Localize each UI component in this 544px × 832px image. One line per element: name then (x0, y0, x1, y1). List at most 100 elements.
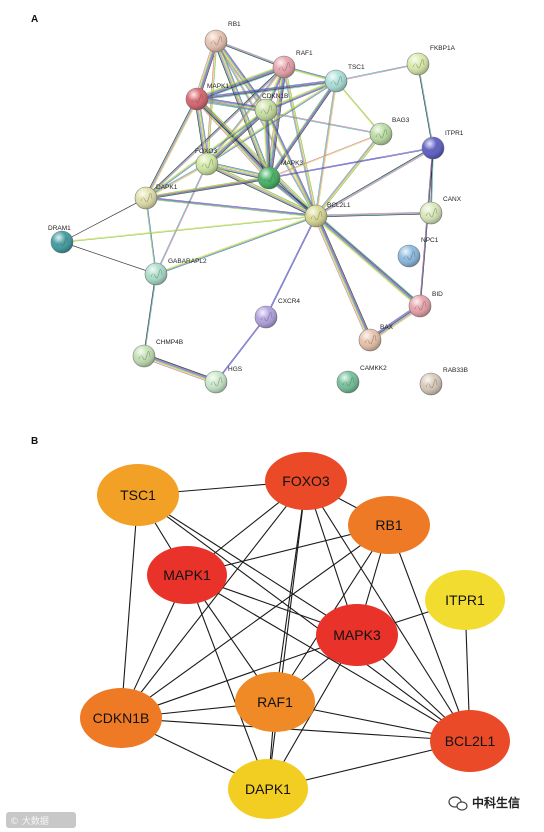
string-edge (267, 80, 338, 179)
panel-label-b: B (31, 436, 38, 447)
string-edge (61, 215, 317, 243)
string-edge-strand (315, 216, 370, 341)
watermark-text-left: © 大数据 (10, 815, 49, 827)
string-edge-strand (266, 109, 318, 216)
string-node-gloss (258, 167, 280, 189)
string-network-nodes: RB1RAF1TSC1FKBP1AMAPK1CDKN1BBAG3ITPR1FOX… (48, 21, 468, 396)
string-edge (155, 214, 317, 276)
string-edge (335, 63, 419, 82)
hub-node-ellipse (147, 546, 227, 604)
string-edge-strand (316, 214, 422, 306)
hub-node-dapk1: DAPK1 (228, 759, 308, 819)
string-node-label: RAB33B (443, 367, 468, 374)
string-edge-strand (197, 98, 270, 178)
hub-edge (186, 574, 269, 790)
hub-node-label: RAF1 (257, 694, 293, 710)
string-node-label: CAMKK2 (360, 365, 387, 372)
string-node-dram1: DRAM1 (48, 225, 74, 254)
hub-edge (305, 480, 471, 742)
string-edge-strand (316, 213, 432, 218)
string-node-rab33b: RAB33B (419, 367, 468, 396)
hub-node-label: BCL2L1 (445, 733, 496, 749)
string-edge-strand (314, 217, 419, 308)
string-edge-strand (315, 216, 420, 307)
string-edge-strand (268, 66, 284, 178)
string-node-label: RAF1 (296, 50, 313, 57)
string-edge-strand (143, 357, 216, 385)
string-node-label: RB1 (228, 21, 241, 28)
string-edge-strand (143, 356, 216, 383)
hub-node-ellipse (316, 604, 398, 666)
string-edge-strand (145, 176, 269, 198)
string-edge-strand (315, 211, 431, 216)
string-node-label: BAG3 (392, 117, 410, 124)
string-edge-strand (215, 41, 269, 179)
string-node-label: DRAM1 (48, 225, 71, 232)
string-edge-strand (206, 109, 266, 164)
string-edge-strand (206, 66, 285, 165)
string-node-label: FOXO3 (195, 148, 217, 155)
string-edge-strand (315, 146, 433, 216)
string-edge-strand (316, 215, 421, 306)
hub-edge (120, 717, 471, 742)
string-node-gloss (133, 345, 155, 367)
string-edge (206, 162, 317, 218)
string-edge-strand (196, 79, 336, 99)
string-node-label: CHMP4B (156, 339, 183, 346)
string-edge (196, 98, 382, 135)
string-edge-strand (266, 109, 270, 178)
string-node-label: CDKN1B (262, 93, 288, 100)
string-edge-strand (198, 97, 318, 215)
hub-node-cdkn1b: CDKN1B (80, 688, 162, 748)
string-node-gloss (359, 329, 381, 351)
string-edge-strand (143, 356, 216, 384)
string-edge-strand (282, 67, 316, 217)
string-node-gloss (305, 205, 327, 227)
string-edge (263, 109, 272, 179)
string-edge-strand (213, 41, 268, 179)
hub-node-ellipse (425, 570, 505, 630)
string-edge-strand (144, 98, 197, 198)
string-edge-strand (316, 134, 383, 218)
string-edge-strand (314, 80, 336, 216)
string-edge (315, 211, 432, 218)
string-node-mapk3: MAPK3 (257, 160, 303, 190)
string-edge-strand (267, 80, 336, 178)
string-edge-strand (314, 216, 370, 341)
string-edge-strand (265, 215, 316, 317)
hub-node-rb1: RB1 (348, 496, 430, 554)
string-edge-strand (197, 98, 317, 216)
string-edge (314, 214, 422, 308)
hub-node-ellipse (430, 710, 510, 772)
string-node-rb1: RB1 (204, 21, 241, 53)
string-node-gloss (196, 153, 218, 175)
string-edge (145, 196, 317, 218)
string-edge-strand (145, 197, 317, 217)
string-edge-strand (216, 39, 285, 67)
string-edge-strand (196, 98, 317, 217)
hub-node-tsc1: TSC1 (97, 464, 179, 526)
string-edge-strand (418, 63, 434, 148)
hub-edge (274, 480, 307, 703)
string-edge-strand (420, 148, 434, 307)
string-edge-strand (146, 99, 199, 199)
string-edge (417, 63, 434, 149)
hub-edge (120, 524, 390, 719)
string-edge-strand (266, 81, 337, 111)
string-edge (265, 215, 317, 318)
string-node-label: DAPK1 (156, 184, 178, 191)
hub-node-mapk3: MAPK3 (316, 604, 398, 666)
string-edge-strand (145, 162, 207, 198)
string-edge-strand (146, 197, 157, 274)
string-edge-strand (206, 164, 316, 218)
hub-node-bcl2l1: BCL2L1 (430, 710, 510, 772)
string-edge (61, 241, 157, 275)
string-edge (315, 146, 434, 218)
hub-node-label: RB1 (375, 517, 402, 533)
string-edge-strand (316, 134, 382, 217)
string-node-gloss (409, 295, 431, 317)
string-edge-strand (197, 81, 337, 100)
string-node-mapk1: MAPK1 (185, 83, 229, 111)
string-edge-strand (317, 214, 373, 340)
string-edge-strand (315, 212, 432, 217)
